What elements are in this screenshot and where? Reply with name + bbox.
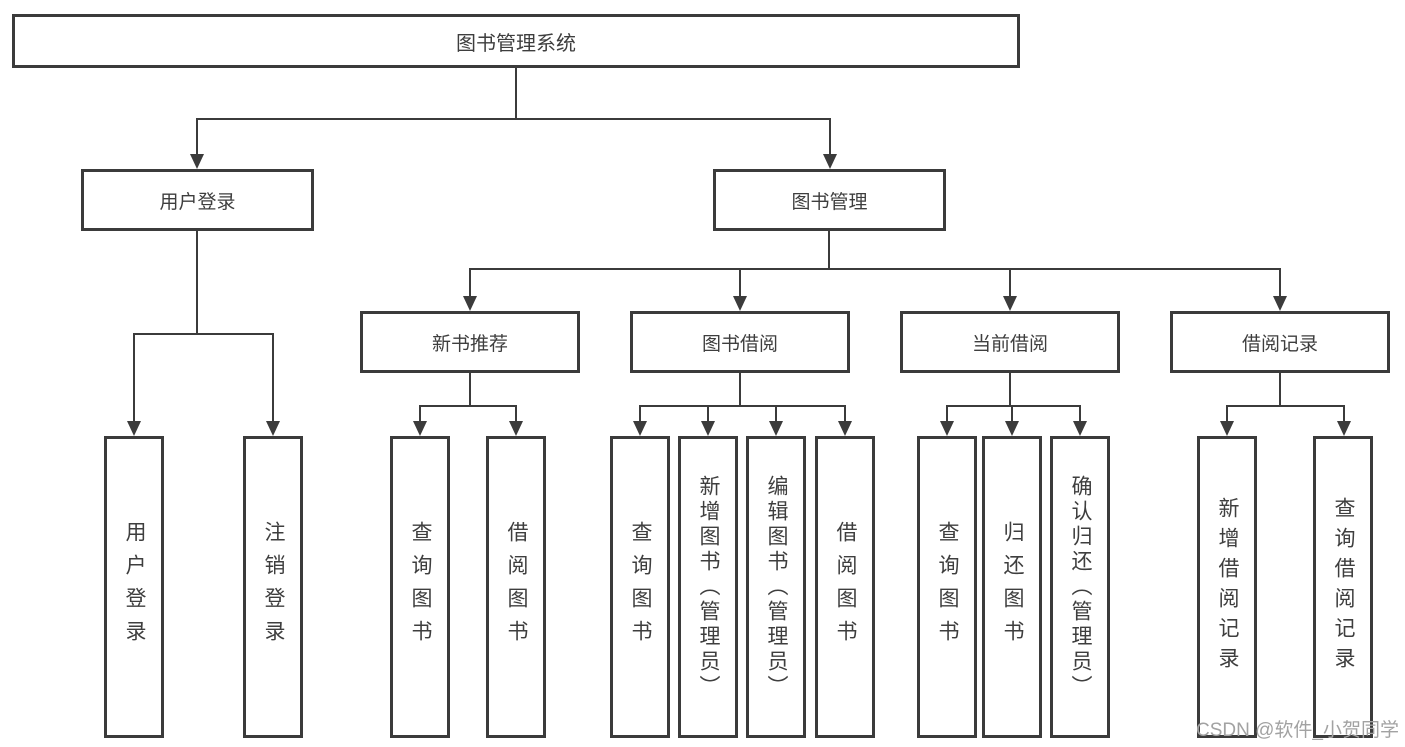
connector-line xyxy=(272,333,274,421)
arrow-down-icon xyxy=(1003,296,1017,311)
node-label: 新增借阅记录 xyxy=(1216,497,1239,677)
leaf-borrow-books-recommend: 借阅图书 xyxy=(486,436,546,738)
arrow-down-icon xyxy=(733,296,747,311)
leaf-query-books-recommend: 查询图书 xyxy=(390,436,450,738)
connector-line xyxy=(829,118,831,156)
connector-line xyxy=(1279,268,1281,296)
connector-line xyxy=(133,333,135,421)
connector-line xyxy=(515,405,517,421)
connector-line xyxy=(828,231,830,268)
arrow-down-icon xyxy=(1273,296,1287,311)
node-library-management-system: 图书管理系统 xyxy=(12,14,1020,68)
node-label: 借阅记录 xyxy=(1241,333,1318,355)
connector-line xyxy=(639,405,845,407)
arrow-down-icon xyxy=(1220,421,1234,436)
leaf-return-books: 归还图书 xyxy=(982,436,1042,738)
leaf-add-borrow-record: 新增借阅记录 xyxy=(1197,436,1257,738)
node-user-login: 用户登录 xyxy=(81,169,314,231)
leaf-confirm-return-admin: 确认归还（管理员） xyxy=(1050,436,1110,738)
connector-line xyxy=(515,68,517,118)
node-label: 借阅图书 xyxy=(834,521,857,653)
node-label: 查询图书 xyxy=(409,521,432,653)
arrow-down-icon xyxy=(127,421,141,436)
node-label: 新增图书（管理员） xyxy=(697,474,720,700)
node-book-borrowing: 图书借阅 xyxy=(630,311,850,373)
arrow-down-icon xyxy=(413,421,427,436)
connector-line xyxy=(707,405,709,421)
arrow-down-icon xyxy=(266,421,280,436)
arrow-down-icon xyxy=(838,421,852,436)
connector-line xyxy=(469,268,471,296)
connector-line xyxy=(196,118,830,120)
connector-line xyxy=(419,405,421,421)
csdn-watermark: CSDN @软件_小贺同学 xyxy=(1196,720,1399,741)
arrow-down-icon xyxy=(940,421,954,436)
node-label: 借阅图书 xyxy=(505,521,528,653)
node-label: 当前借阅 xyxy=(971,333,1048,355)
leaf-add-books-admin: 新增图书（管理员） xyxy=(678,436,738,738)
connector-line xyxy=(1343,405,1345,421)
arrow-down-icon xyxy=(823,154,837,169)
arrow-down-icon xyxy=(509,421,523,436)
node-borrowing-records: 借阅记录 xyxy=(1170,311,1390,373)
node-label: 图书管理系统 xyxy=(456,32,576,55)
arrow-down-icon xyxy=(1073,421,1087,436)
connector-line xyxy=(1079,405,1081,421)
node-label: 编辑图书（管理员） xyxy=(765,474,788,700)
connector-line xyxy=(1009,373,1011,405)
node-label: 新书推荐 xyxy=(431,333,508,355)
leaf-logout: 注销登录 xyxy=(243,436,303,738)
connector-line xyxy=(1011,405,1013,421)
connector-line xyxy=(639,405,641,421)
connector-line xyxy=(1226,405,1228,421)
arrow-down-icon xyxy=(190,154,204,169)
connector-line xyxy=(739,268,741,296)
arrow-down-icon xyxy=(1337,421,1351,436)
node-current-borrowing: 当前借阅 xyxy=(900,311,1120,373)
node-new-book-recommend: 新书推荐 xyxy=(360,311,580,373)
leaf-query-books-current: 查询图书 xyxy=(917,436,977,738)
arrow-down-icon xyxy=(701,421,715,436)
node-book-management: 图书管理 xyxy=(713,169,946,231)
connector-line xyxy=(196,118,198,156)
node-label: 注销登录 xyxy=(262,521,285,653)
connector-line xyxy=(844,405,846,421)
leaf-query-books-borrow: 查询图书 xyxy=(610,436,670,738)
connector-line xyxy=(775,405,777,421)
connector-line xyxy=(469,268,1281,270)
arrow-down-icon xyxy=(633,421,647,436)
leaf-edit-books-admin: 编辑图书（管理员） xyxy=(746,436,806,738)
connector-line xyxy=(196,231,198,333)
node-label: 查询借阅记录 xyxy=(1332,497,1355,677)
connector-line xyxy=(1279,373,1281,405)
node-label: 查询图书 xyxy=(936,521,959,653)
connector-line xyxy=(469,373,471,405)
node-label: 图书管理 xyxy=(791,191,868,213)
connector-line xyxy=(946,405,1081,407)
leaf-borrow-books: 借阅图书 xyxy=(815,436,875,738)
connector-line xyxy=(1009,268,1011,296)
arrow-down-icon xyxy=(463,296,477,311)
leaf-query-borrow-record: 查询借阅记录 xyxy=(1313,436,1373,738)
leaf-user-login: 用户登录 xyxy=(104,436,164,738)
node-label: 图书借阅 xyxy=(701,333,778,355)
node-label: 归还图书 xyxy=(1001,521,1024,653)
node-label: 用户登录 xyxy=(123,521,146,653)
connector-line xyxy=(946,405,948,421)
node-label: 查询图书 xyxy=(629,521,652,653)
connector-line xyxy=(133,333,274,335)
connector-line xyxy=(419,405,517,407)
node-label: 用户登录 xyxy=(159,191,236,213)
node-label: 确认归还（管理员） xyxy=(1069,474,1092,700)
arrow-down-icon xyxy=(769,421,783,436)
connector-line xyxy=(1226,405,1344,407)
connector-line xyxy=(739,373,741,405)
arrow-down-icon xyxy=(1005,421,1019,436)
